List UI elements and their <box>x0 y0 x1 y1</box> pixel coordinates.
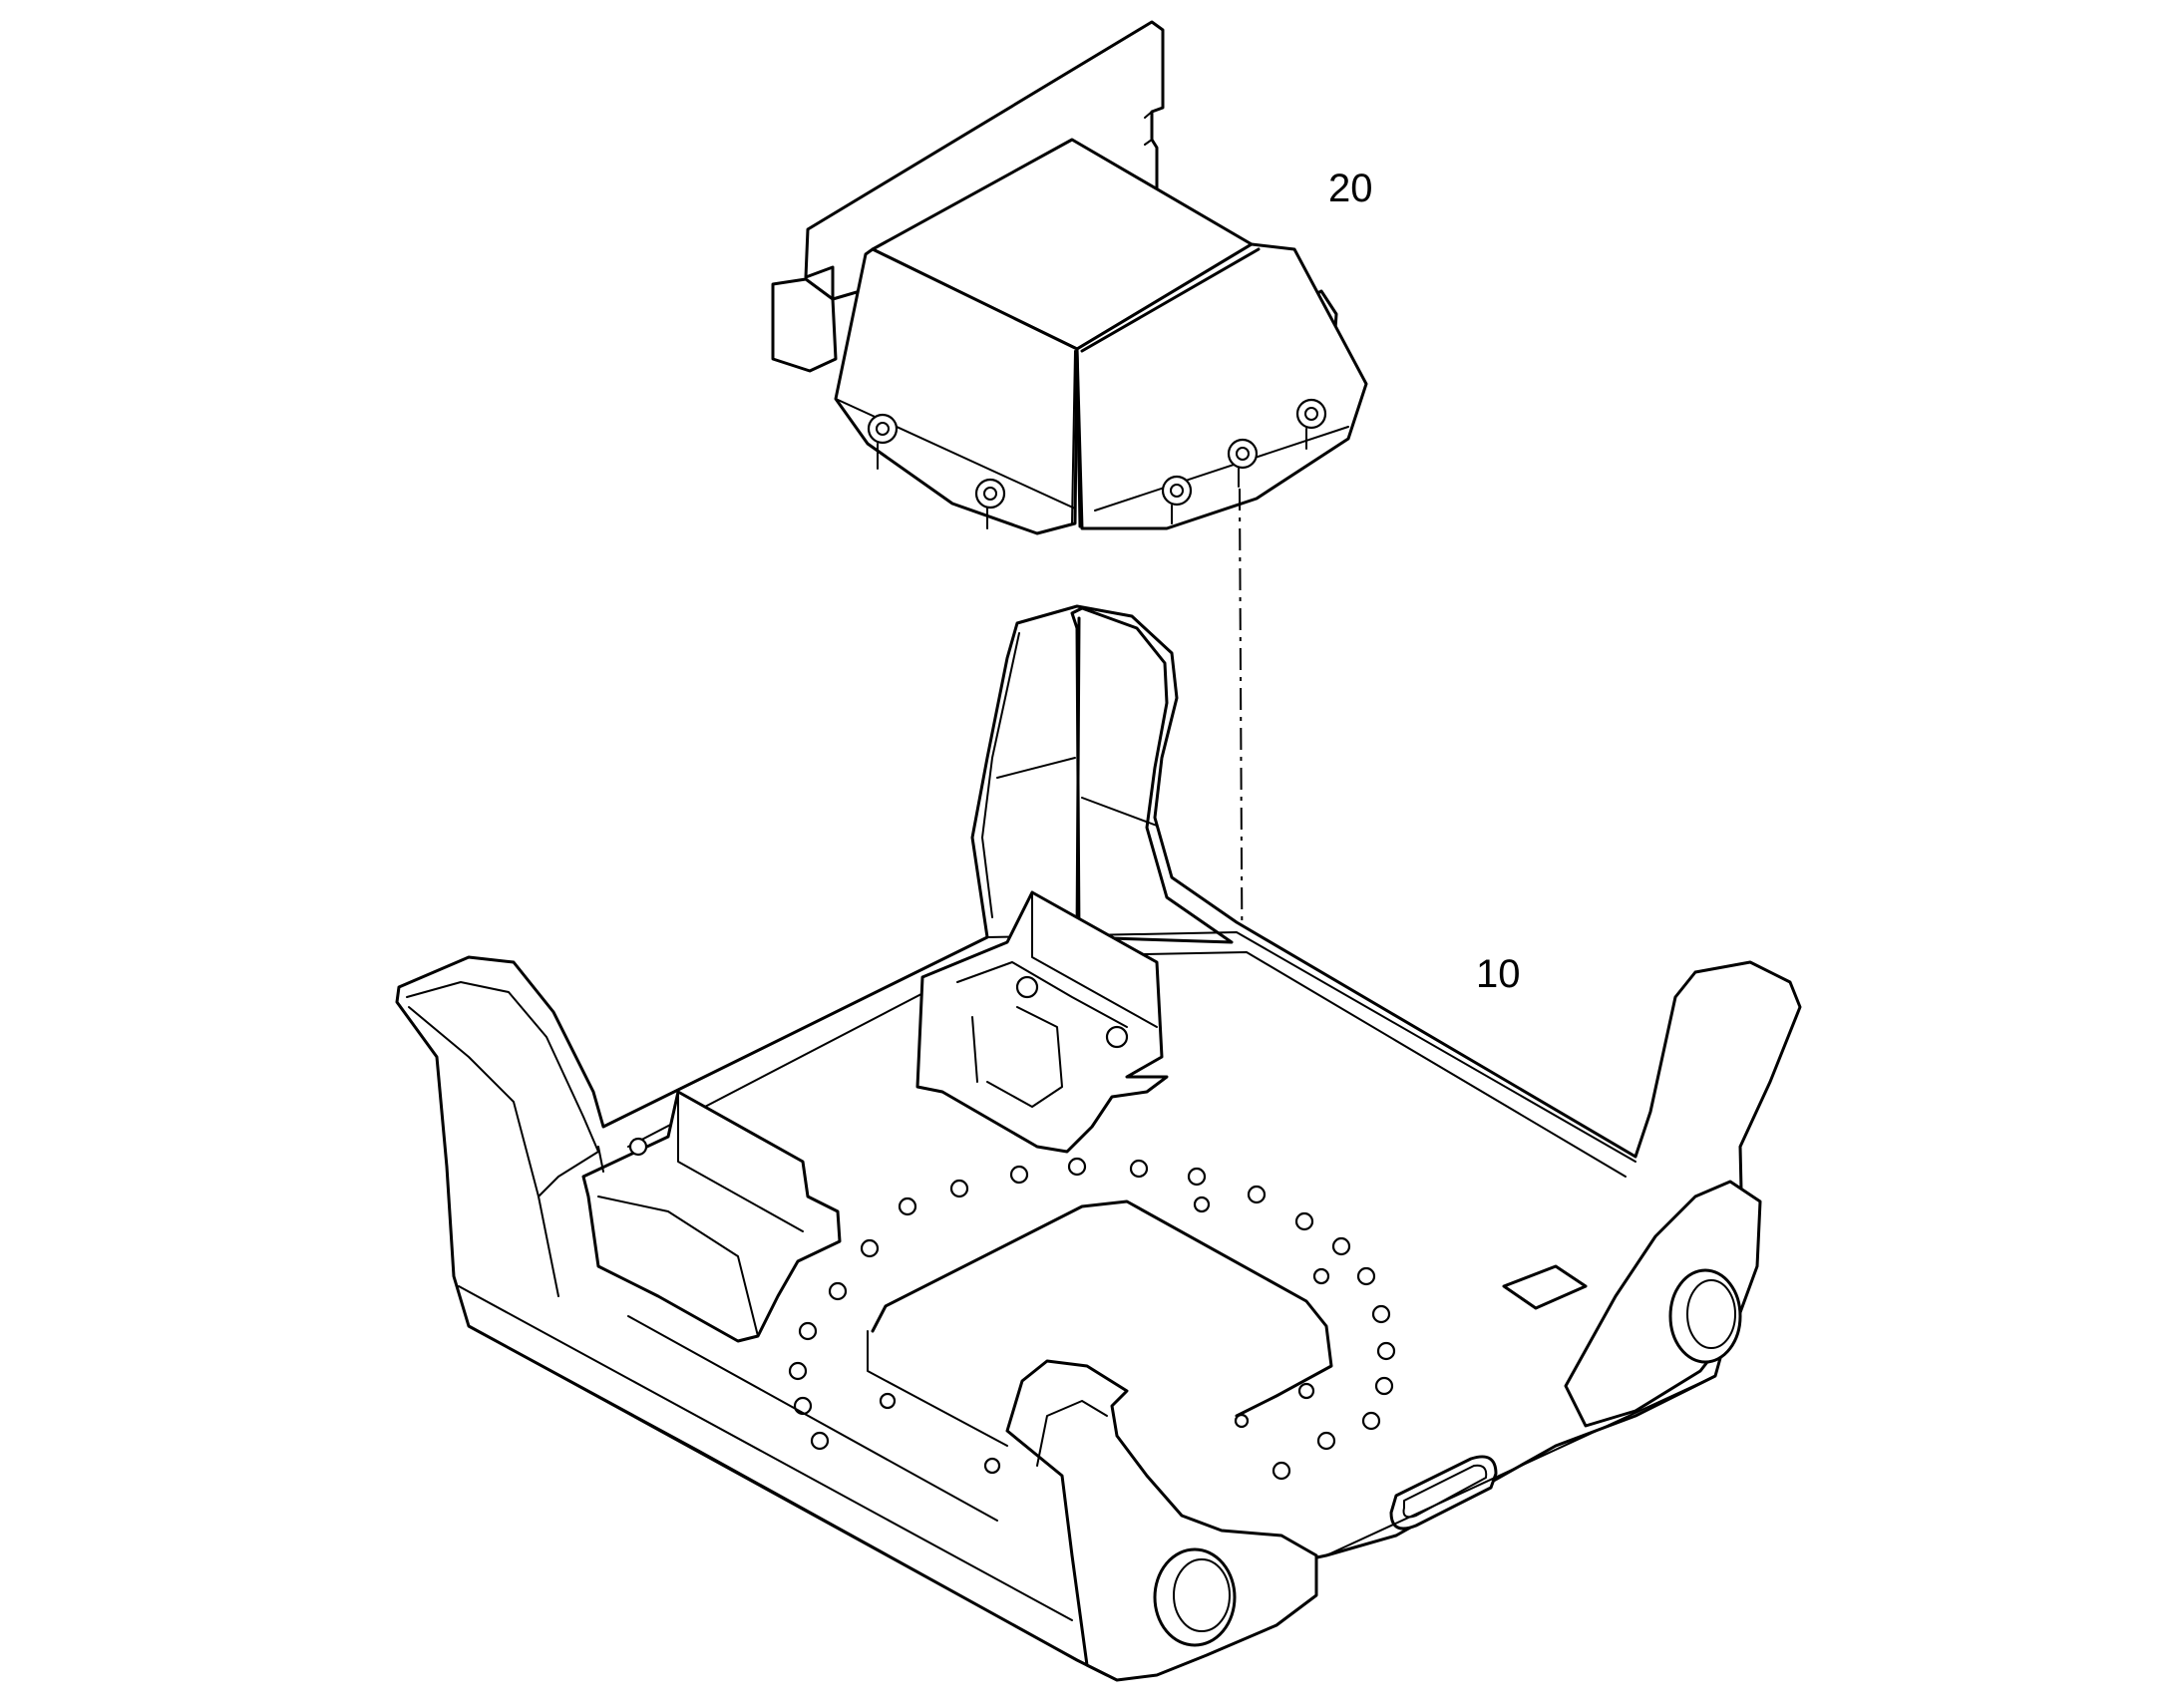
frame-right-lug <box>1564 1180 1762 1428</box>
frame-rear-bracket <box>915 890 1169 1154</box>
frame-small-plate <box>1502 1264 1588 1310</box>
guard-bolts <box>867 398 1327 529</box>
frame-centre-cutout <box>871 1199 1333 1418</box>
callout-frame: 10 <box>1476 952 1521 996</box>
frame-front-left-bracket <box>581 1090 842 1343</box>
part-guard-cover <box>771 20 1368 535</box>
guard-front-left-face <box>834 247 1079 535</box>
guard-back-plate <box>804 20 1165 301</box>
floor-bolt-holes <box>788 1157 1396 1481</box>
guard-front-right-face <box>1075 242 1368 530</box>
guard-left-ear <box>771 277 838 373</box>
part-base-frame <box>395 604 1802 1682</box>
callout-guard: 20 <box>1328 167 1373 210</box>
frame-front-lug <box>1005 1359 1318 1682</box>
frame-rear-post <box>1070 606 1234 944</box>
frame-nameplate <box>1389 1455 1498 1531</box>
right-lug-bore <box>1668 1268 1742 1364</box>
front-lug-bore <box>1153 1547 1237 1647</box>
